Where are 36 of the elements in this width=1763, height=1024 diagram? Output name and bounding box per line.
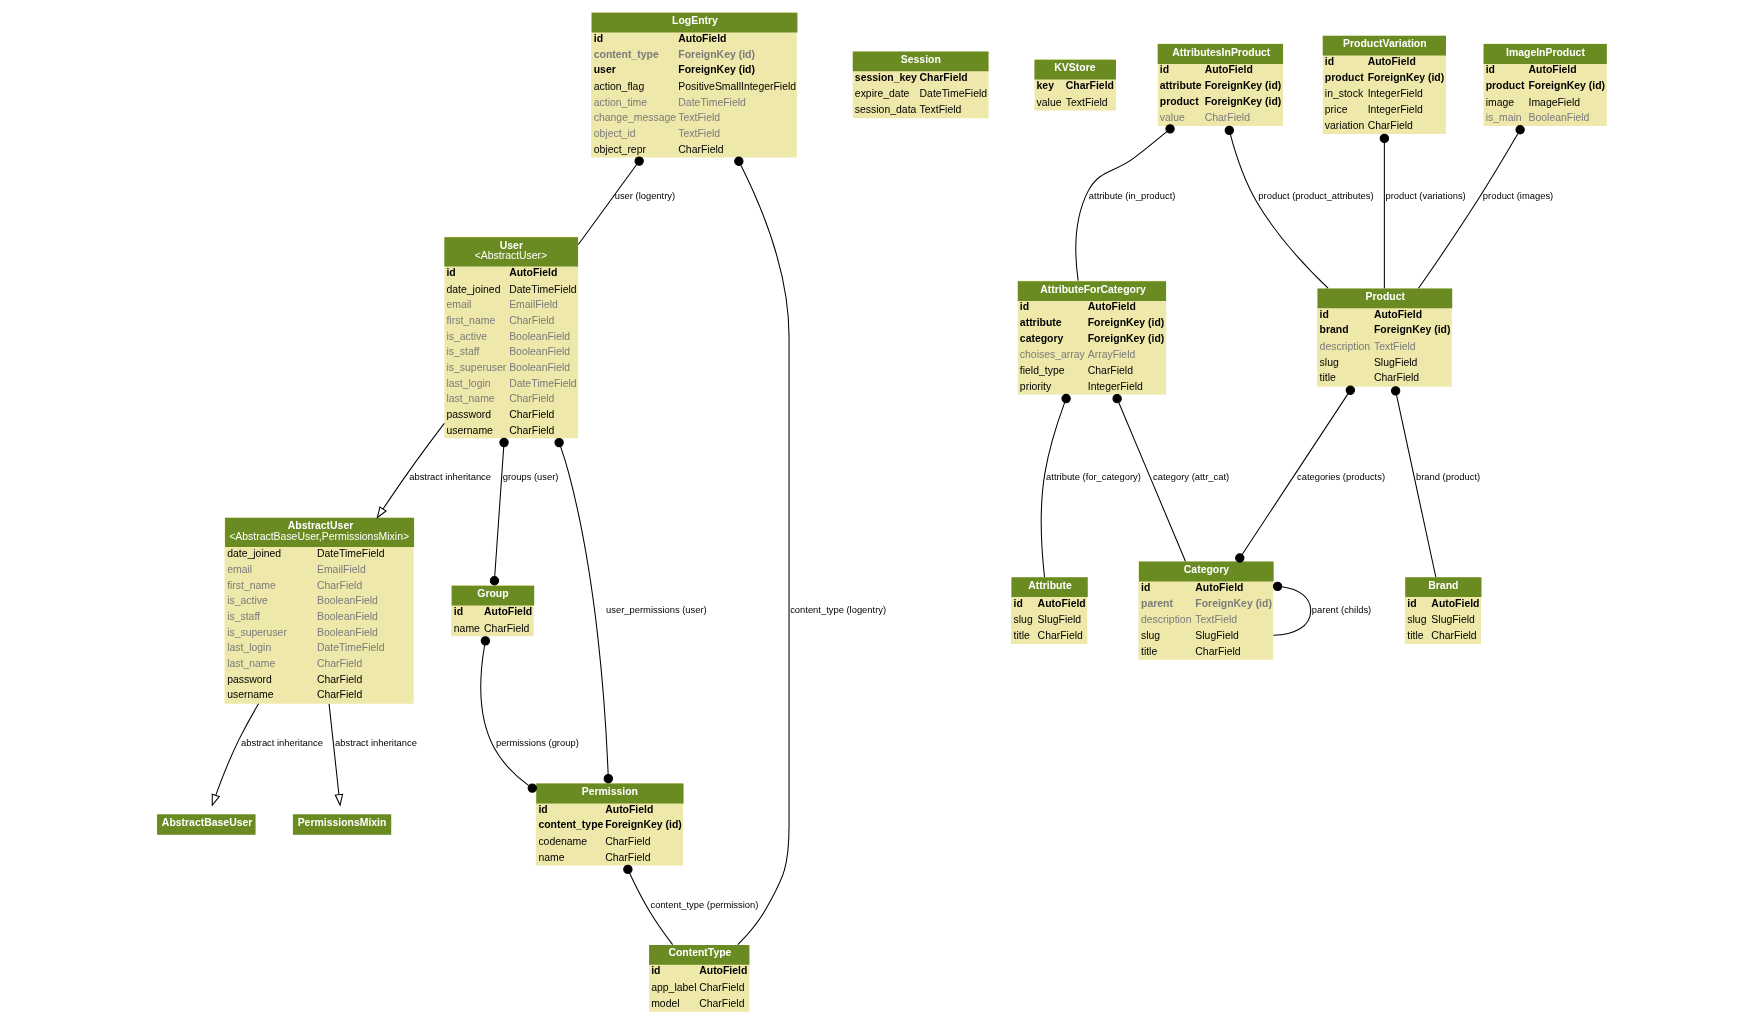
edge-label: brand (product) <box>1415 471 1480 483</box>
arrow <box>375 422 445 520</box>
connector <box>1224 125 1329 289</box>
connector <box>1417 125 1525 289</box>
connector <box>733 156 790 946</box>
connector <box>479 636 537 793</box>
connector <box>1234 385 1355 563</box>
connector <box>1074 124 1175 282</box>
connector <box>489 437 509 586</box>
arrow <box>211 703 259 807</box>
edge-label: abstract inheritance <box>334 736 417 748</box>
edge-label: attribute (for_category) <box>1045 471 1141 483</box>
connector <box>1040 393 1071 578</box>
edge-label: product (product_attributes) <box>1257 190 1374 202</box>
connector <box>1379 133 1389 289</box>
connector <box>1272 581 1311 636</box>
edge-label: content_type (permission) <box>650 898 758 910</box>
edge-label: abstract inheritance <box>408 471 491 483</box>
edge-label: product (variations) <box>1384 190 1466 202</box>
edge-label: user (logentry) <box>614 190 675 202</box>
edge-label: categories (products) <box>1296 471 1385 483</box>
edge-label: attribute (in_product) <box>1088 190 1175 202</box>
edge-label: product (images) <box>1482 190 1553 202</box>
connector <box>577 156 644 246</box>
edge-label: content_type (logentry) <box>789 603 886 615</box>
arrow <box>328 703 343 807</box>
edge-label: groups (user) <box>502 471 558 483</box>
edge-label: abstract inheritance <box>240 736 323 748</box>
edge-label: user_permissions (user) <box>605 603 707 615</box>
connector <box>553 437 613 784</box>
connector <box>1390 386 1436 578</box>
connector <box>1111 393 1186 562</box>
edge-label: parent (childs) <box>1311 603 1371 615</box>
connector <box>622 864 673 946</box>
edge-label: category (attr_cat) <box>1152 471 1229 483</box>
edge-label: permissions (group) <box>495 736 579 748</box>
